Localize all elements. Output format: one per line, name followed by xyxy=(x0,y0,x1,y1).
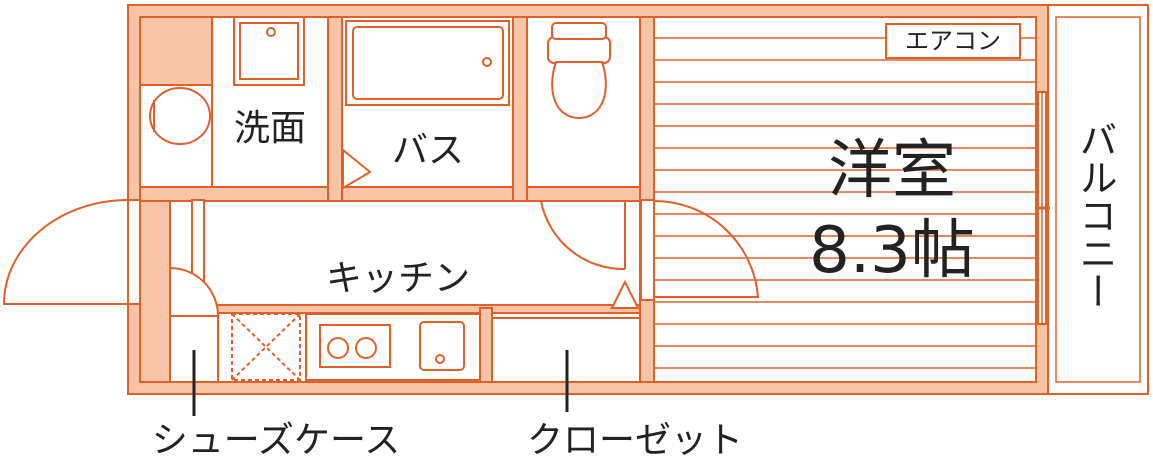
balcony-area xyxy=(1047,4,1149,395)
shoe-case-door xyxy=(169,266,220,317)
sink xyxy=(419,321,465,371)
room-door-swing xyxy=(653,199,760,298)
washroom-fixtures xyxy=(149,16,305,145)
washroom-label: 洗面 xyxy=(234,108,306,149)
bath-label: バス xyxy=(392,130,464,171)
balcony-rail xyxy=(1055,16,1141,383)
wash-basin xyxy=(149,87,211,145)
fridge-space xyxy=(231,313,301,381)
entrance-door-swing xyxy=(2,199,129,305)
western-room-size: 8.3帖 xyxy=(809,214,975,288)
floor-boards xyxy=(654,37,1036,369)
bathtub xyxy=(345,20,510,106)
bath-door-arrow xyxy=(342,147,372,190)
closet-door-arrow xyxy=(610,279,640,309)
toilet-door-swing xyxy=(540,200,626,271)
washing-machine-pan xyxy=(233,16,305,86)
shoe-case xyxy=(169,312,219,383)
entrance-door-frame xyxy=(127,199,141,305)
western-room-label: 洋室 xyxy=(828,134,956,208)
toilet xyxy=(547,22,611,120)
shoe-case-label: シューズケース xyxy=(152,420,400,461)
kitchen-counter xyxy=(305,313,481,381)
kitchen-label: キッチン xyxy=(326,258,470,299)
aircon-label: エアコン xyxy=(905,27,1001,55)
balcony-label: バルコニー xyxy=(1073,120,1117,310)
closet-label: クローゼット xyxy=(527,420,743,461)
aircon-unit xyxy=(885,23,1021,59)
kitchen-counter-edge xyxy=(479,307,493,383)
